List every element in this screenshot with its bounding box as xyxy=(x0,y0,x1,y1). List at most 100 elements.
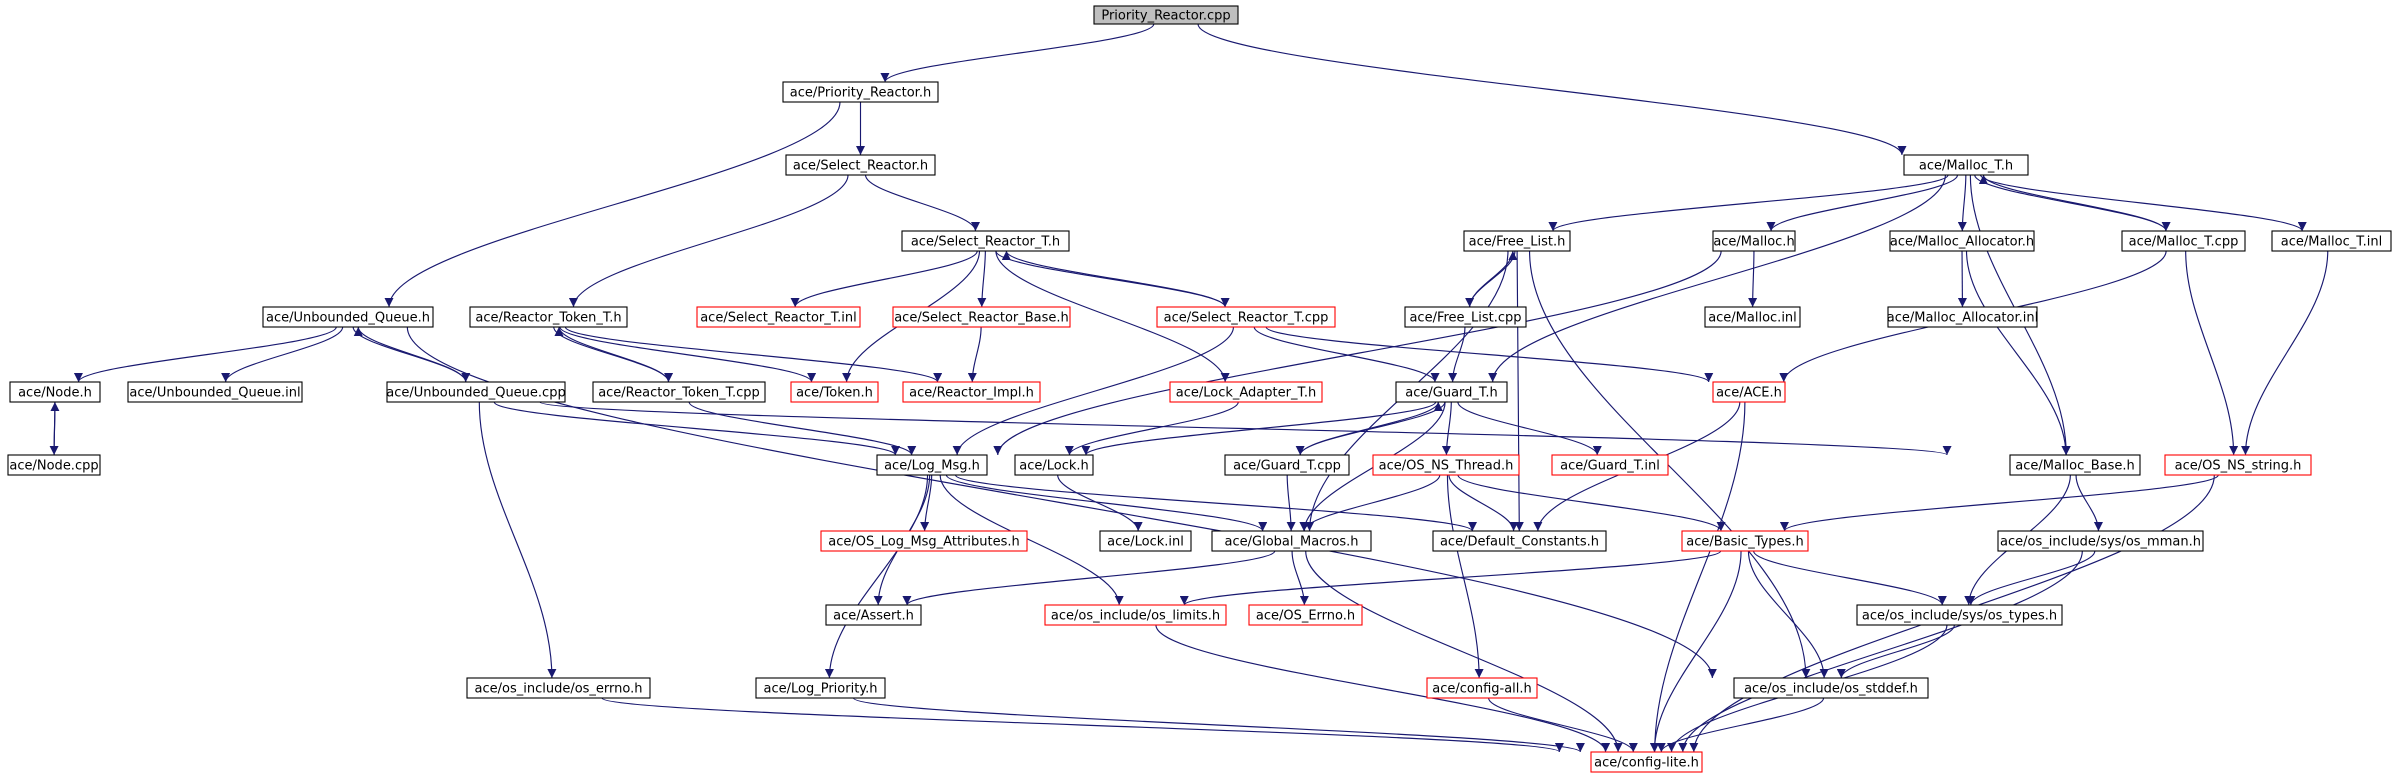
node-lph[interactable]: ace/Log_Priority.h xyxy=(755,677,886,699)
node-mai[interactable]: ace/Malloc_Allocator.inl xyxy=(1887,306,2038,328)
edge-onth-to-bth xyxy=(1457,474,1726,532)
node-prh[interactable]: ace/Priority_Reactor.h xyxy=(782,81,939,103)
edge-mah-to-mbh xyxy=(1965,250,2071,456)
node-flh[interactable]: ace/Free_List.h xyxy=(1463,230,1571,252)
node-onth[interactable]: ace/OS_NS_Thread.h xyxy=(1372,454,1520,476)
node-box xyxy=(1856,604,2063,626)
node-box xyxy=(782,81,939,103)
node-mah[interactable]: ace/Malloc_Allocator.h xyxy=(1889,230,2035,252)
node-ah[interactable]: ace/Assert.h xyxy=(825,604,922,626)
edge-rtth-to-th xyxy=(559,326,817,383)
node-flc[interactable]: ace/Free_List.cpp xyxy=(1404,306,1527,328)
node-label: ace/Priority_Reactor.h xyxy=(790,86,931,101)
node-gti[interactable]: ace/Guard_T.inl xyxy=(1551,454,1669,476)
edge-srtc-to-lmh xyxy=(952,326,1235,456)
node-box xyxy=(1997,530,2204,552)
edge-bth-to-ostddef xyxy=(1747,550,1829,679)
node-label: ace/os_include/os_errno.h xyxy=(475,682,643,697)
node-lh[interactable]: ace/Lock.h xyxy=(1014,454,1094,476)
node-rih[interactable]: ace/Reactor_Impl.h xyxy=(902,381,1041,403)
node-box xyxy=(755,677,886,699)
node-nh[interactable]: ace/Node.h xyxy=(9,381,101,403)
node-nc[interactable]: ace/Node.cpp xyxy=(7,454,101,476)
node-label: ace/Free_List.h xyxy=(1469,235,1566,250)
node-box xyxy=(901,230,1070,252)
node-box xyxy=(386,381,566,403)
node-srti[interactable]: ace/Select_Reactor_T.inl xyxy=(696,306,861,328)
node-osmman[interactable]: ace/os_include/sys/os_mman.h xyxy=(1997,530,2204,552)
node-box xyxy=(1099,530,1192,552)
node-srh[interactable]: ace/Select_Reactor.h xyxy=(785,154,936,176)
node-srbh[interactable]: ace/Select_Reactor_Base.h xyxy=(892,306,1071,328)
node-lmh[interactable]: ace/Log_Msg.h xyxy=(876,454,988,476)
node-clh[interactable]: ace/config-lite.h xyxy=(1590,751,1703,773)
edge-srth-to-srti xyxy=(790,250,978,308)
node-olim[interactable]: ace/os_include/os_limits.h xyxy=(1044,604,1227,626)
node-uqh[interactable]: ace/Unbounded_Queue.h xyxy=(262,306,434,328)
edge-onsh-to-bth xyxy=(1780,474,2219,532)
edge-bth-to-clh xyxy=(1649,550,1742,753)
node-box xyxy=(1044,604,1227,626)
node-label: ace/OS_Errno.h xyxy=(1256,609,1355,624)
edge-gth-to-gti xyxy=(1457,401,1602,456)
node-rtth[interactable]: ace/Reactor_Token_T.h xyxy=(469,306,628,328)
node-box xyxy=(1432,530,1607,552)
node-box xyxy=(1224,454,1350,476)
edge-srtc-to-gth xyxy=(1253,326,1440,383)
node-li[interactable]: ace/Lock.inl xyxy=(1099,530,1192,552)
node-lath[interactable]: ace/Lock_Adapter_T.h xyxy=(1169,381,1323,403)
edge-prc-to-prh xyxy=(880,23,1155,83)
node-layer: Priority_Reactor.cpp ace/Priority_Reactor… xyxy=(7,5,2392,773)
node-label: ace/ACE.h xyxy=(1716,386,1782,401)
node-olmah[interactable]: ace/OS_Log_Msg_Attributes.h xyxy=(820,530,1028,552)
edge-rtth-to-rih xyxy=(564,326,942,383)
node-ostddef[interactable]: ace/os_include/os_stddef.h xyxy=(1733,677,1929,699)
node-gtc[interactable]: ace/Guard_T.cpp xyxy=(1224,454,1350,476)
node-mti[interactable]: ace/Malloc_T.inl xyxy=(2271,230,2392,252)
node-onsh[interactable]: ace/OS_NS_string.h xyxy=(2164,454,2312,476)
edge-uqc-to-oerrno xyxy=(478,401,557,679)
node-th[interactable]: ace/Token.h xyxy=(790,381,879,403)
node-label: ace/Reactor_Token_T.cpp xyxy=(598,386,760,401)
node-mh[interactable]: ace/Malloc.h xyxy=(1712,230,1796,252)
edge-bth-to-ostypes xyxy=(1753,550,1947,606)
node-dch[interactable]: ace/Default_Constants.h xyxy=(1432,530,1607,552)
node-mtc[interactable]: ace/Malloc_T.cpp xyxy=(2121,230,2246,252)
edge-lh-to-li xyxy=(1057,474,1143,532)
edge-uqh-to-uqi xyxy=(221,326,344,383)
node-gmh[interactable]: ace/Global_Macros.h xyxy=(1211,530,1372,552)
node-label: ace/Reactor_Token_T.h xyxy=(475,311,621,326)
edge-mth-to-mah xyxy=(1957,174,1967,232)
node-oerrno[interactable]: ace/os_include/os_errno.h xyxy=(466,677,651,699)
node-box xyxy=(592,381,766,403)
node-aceh[interactable]: ace/ACE.h xyxy=(1712,381,1786,403)
node-label: ace/Malloc_T.h xyxy=(1919,159,2013,174)
node-srth[interactable]: ace/Select_Reactor_T.h xyxy=(901,230,1070,252)
node-label: ace/Select_Reactor_T.inl xyxy=(700,311,857,326)
node-srtc[interactable]: ace/Select_Reactor_T.cpp xyxy=(1156,306,1336,328)
node-label: ace/Unbounded_Queue.cpp xyxy=(386,386,565,401)
edge-osmman-to-ostypes xyxy=(1966,550,2096,606)
node-label: ace/Malloc.h xyxy=(1713,235,1794,250)
node-cah[interactable]: ace/config-all.h xyxy=(1426,677,1538,699)
node-mbh[interactable]: ace/Malloc_Base.h xyxy=(2009,454,2141,476)
node-bth[interactable]: ace/Basic_Types.h xyxy=(1681,530,1809,552)
node-box xyxy=(2121,230,2246,252)
node-rttc[interactable]: ace/Reactor_Token_T.cpp xyxy=(592,381,766,403)
node-oeh[interactable]: ace/OS_Errno.h xyxy=(1248,604,1363,626)
edge-flc-to-gth xyxy=(1448,326,1466,383)
node-mi[interactable]: ace/Malloc.inl xyxy=(1704,306,1801,328)
node-mth[interactable]: ace/Malloc_T.h xyxy=(1903,154,2029,176)
node-uqi[interactable]: ace/Unbounded_Queue.inl xyxy=(127,381,303,403)
node-label: ace/os_include/os_limits.h xyxy=(1051,609,1220,624)
node-gth[interactable]: ace/Guard_T.h xyxy=(1395,381,1508,403)
edge-gmh-to-oeh xyxy=(1291,550,1309,606)
node-uqc[interactable]: ace/Unbounded_Queue.cpp xyxy=(386,381,566,403)
node-prc[interactable]: Priority_Reactor.cpp xyxy=(1093,5,1239,25)
node-label: ace/os_include/sys/os_types.h xyxy=(1862,609,2057,624)
edge-osmman-to-clh xyxy=(1678,550,2083,753)
edge-rtth-to-rttc xyxy=(553,326,674,383)
node-ostypes[interactable]: ace/os_include/sys/os_types.h xyxy=(1856,604,2063,626)
edge-mth-to-gth xyxy=(1488,174,1946,383)
